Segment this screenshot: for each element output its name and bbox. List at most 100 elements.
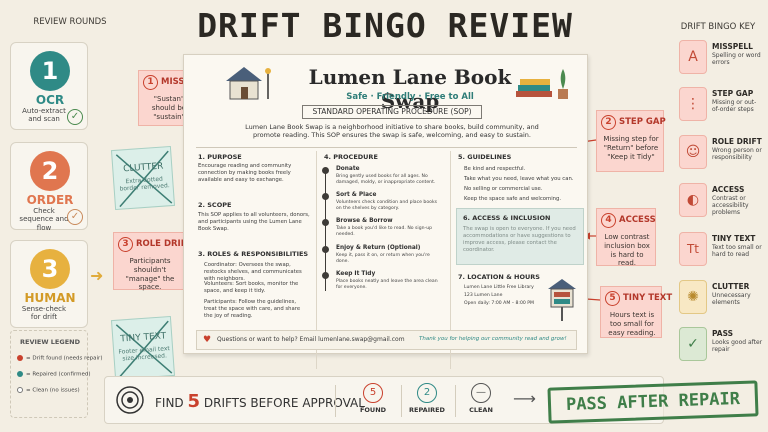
heart-icon: ♥ — [203, 335, 212, 345]
step-dot — [322, 193, 329, 200]
key-desc: Unnecessary elements — [712, 292, 751, 307]
section-access-text: The swap is open to everyone. If you nee… — [463, 226, 576, 254]
step-dot — [322, 246, 329, 253]
check-icon: ✓ — [67, 109, 83, 125]
repaired-card-tiny-text: TINY TEXT Footer email text size increas… — [110, 315, 176, 381]
legend-label: = Drift found (needs repair) — [26, 355, 103, 362]
column-divider — [450, 151, 451, 369]
misspell-icon: A — [679, 40, 707, 74]
found-count: 5 — [363, 383, 383, 403]
pass-check-icon: ✓ — [679, 327, 707, 361]
step-title: Sort & Place — [336, 192, 377, 198]
note-body: Low contrast inclusion box is hard to re… — [604, 233, 650, 268]
round-card-ocr[interactable]: 1 OCR Auto-extract and scan ✓ — [10, 42, 88, 130]
round-card-order[interactable]: 2 ORDER Check sequence and flow ✓ — [10, 142, 88, 232]
key-desc: Looks good after repair — [712, 339, 763, 354]
sop-label: STANDARD OPERATING PROCEDURE (SOP) — [302, 105, 482, 119]
guideline-item: Take what you need, leave what you can. — [464, 176, 574, 182]
key-name: CLUTTER — [712, 282, 750, 291]
note-body: Missing step for "Return" before "Keep i… — [603, 135, 659, 161]
key-name: TINY TEXT — [712, 234, 756, 243]
section-guidelines-heading: 5. GUIDELINES — [458, 153, 512, 161]
separator — [455, 385, 456, 417]
step-gap-icon: ⋮ — [679, 87, 707, 121]
legend-label: = Repaired (confirmed) — [26, 371, 91, 378]
step-title: Enjoy & Return (Optional) — [336, 245, 421, 251]
legend-label: = Clean (no issues) — [26, 387, 80, 394]
step-dot — [322, 167, 329, 174]
find-goal: FIND 5 DRIFTS BEFORE APPROVAL — [155, 391, 365, 412]
section-access-heading: 6. ACCESS & INCLUSION — [463, 214, 551, 222]
note-tiny-text[interactable]: 5 TINY TEXT Hours text is too small for … — [600, 286, 672, 338]
guideline-item: No selling or commercial use. — [464, 186, 543, 192]
legend-item: = Drift found (needs repair) — [17, 355, 102, 362]
location-line: Lumen Lane Little Free Library — [464, 285, 534, 290]
red-dot-icon — [17, 355, 23, 361]
step-sub: Place books neatly and leave the area cl… — [336, 279, 438, 290]
empty-dot-icon — [17, 387, 23, 393]
round-name: ORDER — [26, 193, 74, 207]
doc-footer: ♥ Questions or want to help? Email lumen… — [196, 330, 577, 350]
step-title: Browse & Borrow — [336, 218, 393, 224]
step-title: Donate — [336, 166, 360, 172]
role-item: Coordinator: Oversees the swap, restocks… — [204, 262, 302, 283]
note-role-drift[interactable]: 3 ROLE DRIFT Participants shouldn't "man… — [113, 232, 192, 291]
access-icon: ◐ — [679, 183, 707, 217]
round-name: HUMAN — [24, 291, 76, 305]
role-item: Volunteers: Sort books, monitor the spac… — [204, 281, 299, 295]
section-purpose-heading: 1. PURPOSE — [198, 153, 242, 161]
role-drift-icon: ☺ — [679, 135, 707, 169]
key-item-misspell: A MISSPELL Spelling or word errors — [679, 40, 763, 78]
found-label: FOUND — [359, 406, 387, 414]
round-card-human[interactable]: 3 HUMAN Sense-check for drift — [10, 240, 88, 328]
key-name: ACCESS — [712, 185, 745, 194]
tiny-text-icon: Tt — [679, 232, 707, 266]
note-body: Hours text is too small for easy reading… — [608, 311, 656, 337]
location-line: 123 Lumen Lane — [464, 293, 503, 298]
key-desc: Text too small or hard to read — [712, 244, 762, 259]
note-title: ACCESS — [619, 215, 656, 225]
pass-after-repair-stamp: PASS AFTER REPAIR — [547, 380, 759, 424]
clean-count: — — [471, 383, 491, 403]
role-item: Participants: Follow the guidelines, tre… — [204, 299, 301, 320]
legend-item: = Clean (no issues) — [17, 387, 80, 394]
legend-item: = Repaired (confirmed) — [17, 371, 91, 378]
section-purpose-text: Encourage reading and community connecti… — [198, 163, 292, 184]
note-number: 2 — [601, 115, 616, 130]
access-inclusion-box: 6. ACCESS & INCLUSION The swap is open t… — [456, 208, 584, 265]
key-item-access: ◐ ACCESS Contrast or accessibility probl… — [679, 183, 763, 221]
review-legend: REVIEW LEGEND = Drift found (needs repai… — [10, 330, 102, 418]
find-prefix: FIND — [155, 396, 184, 410]
teal-dot-icon — [17, 371, 23, 377]
repaired-card-clutter: CLUTTER Extra dotted border removed. — [110, 145, 176, 211]
note-title: ROLE DRIFT — [136, 239, 193, 249]
key-item-pass: ✓ PASS Looks good after repair — [679, 327, 763, 365]
round-name: OCR — [35, 93, 65, 107]
key-desc: Wrong person or responsibility — [712, 147, 762, 162]
separator — [401, 385, 402, 417]
round-number: 2 — [30, 151, 70, 191]
repaired-counter: 2 REPAIRED — [403, 383, 451, 414]
key-item-tiny-text: Tt TINY TEXT Text too small or hard to r… — [679, 232, 763, 270]
section-scope-heading: 2. SCOPE — [198, 201, 232, 209]
house-icon — [226, 67, 271, 100]
divider — [196, 147, 577, 148]
repaired-label: REPAIRED — [409, 406, 445, 414]
page-title: DRIFT BINGO REVIEW — [197, 6, 573, 45]
column-divider — [316, 151, 317, 369]
note-step-gap[interactable]: 2 STEP GAP Missing step for "Return" bef… — [596, 110, 666, 172]
note-access[interactable]: 4 ACCESS Low contrast inclusion box is h… — [596, 208, 656, 268]
section-scope-text: This SOP applies to all volunteers, dono… — [198, 212, 310, 233]
doc-title: Lumen Lane Book Swap — [308, 65, 512, 113]
round-number: 3 — [30, 249, 70, 289]
key-heading: DRIFT BINGO KEY — [680, 22, 756, 32]
clean-counter: — CLEAN — [457, 383, 505, 414]
repaired-count: 2 — [417, 383, 437, 403]
note-body: "Sustan" should be "sustain" — [151, 95, 187, 121]
separator — [335, 385, 336, 417]
target-icon — [116, 386, 144, 414]
clean-label: CLEAN — [469, 406, 493, 414]
round-desc: Sense-check for drift — [21, 305, 67, 322]
review-rounds-heading: REVIEW ROUNDS — [33, 17, 107, 27]
doc-tagline: Safe · Friendly · Free to All — [346, 92, 474, 102]
